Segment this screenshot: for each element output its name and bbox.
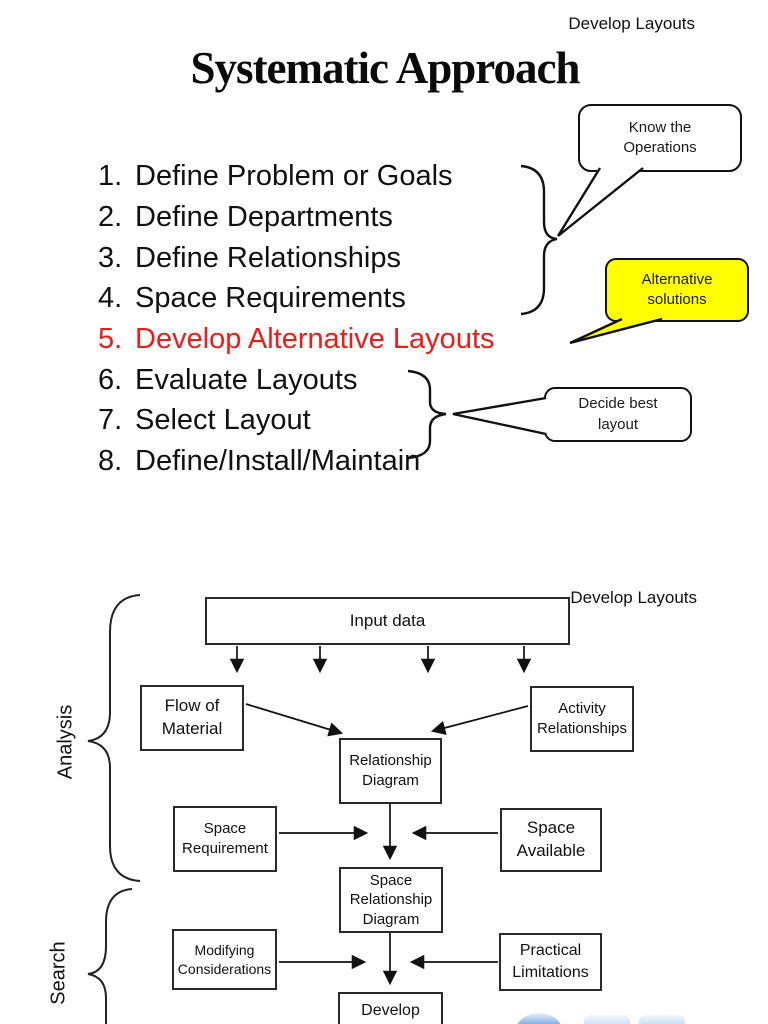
step-number: 3.	[98, 242, 123, 274]
box-space-relationship-diagram: Space Relationship Diagram	[339, 867, 443, 933]
step-label: Define Problem or Goals	[135, 160, 453, 192]
brace-search-phase	[87, 888, 133, 1024]
box-practical-limitations: Practical Limitations	[499, 933, 602, 991]
arrow-activity-to-reldiag	[430, 705, 529, 735]
step-number: 8.	[98, 445, 123, 477]
box-modifying-considerations: Modifying Considerations	[172, 929, 277, 990]
callout-decide-best-layout: Decide best layout	[544, 387, 692, 442]
step-label: Evaluate Layouts	[135, 364, 358, 396]
step-label: Space Requirements	[135, 282, 406, 314]
step-number: 5.	[98, 323, 123, 355]
step-item-6: 6. Evaluate Layouts	[98, 364, 357, 397]
box-develop-layout: Develop Layout	[338, 992, 443, 1024]
page-header-label: Develop Layouts	[568, 14, 695, 33]
slide-title: Systematic Approach	[190, 43, 581, 93]
step-number: 4.	[98, 282, 123, 314]
step-number: 1.	[98, 160, 123, 192]
step-label: Develop Alternative Layouts	[135, 323, 495, 355]
box-input-data: Input data	[205, 597, 570, 645]
callout-tail-know-operations	[556, 167, 644, 237]
partial-blue-box-graphic	[584, 1015, 630, 1024]
phase-label-analysis: Analysis	[54, 704, 77, 780]
step-item-1: 1. Define Problem or Goals	[98, 160, 453, 193]
step-item-7: 7. Select Layout	[98, 404, 311, 437]
box-flow-of-material: Flow of Material	[140, 685, 244, 751]
callout-tail-alternative-solutions	[569, 317, 663, 345]
step-number: 7.	[98, 404, 123, 436]
step-item-8: 8. Define/Install/Maintain	[98, 445, 420, 478]
callout-tail-decide-best-layout	[452, 396, 547, 436]
step-label: Define Relationships	[135, 242, 401, 274]
step-item-2: 2. Define Departments	[98, 201, 393, 234]
step-item-5-highlighted: 5. Develop Alternative Layouts	[98, 323, 495, 356]
diagram-header-label: Develop Layouts	[570, 588, 697, 607]
box-space-available: Space Available	[500, 808, 602, 872]
partial-blue-globe-graphic	[515, 1013, 563, 1024]
phase-label-search: Search	[47, 941, 70, 1005]
step-number: 2.	[98, 201, 123, 233]
brace-analysis-phase	[87, 594, 141, 882]
callout-alternative-solutions: Alternative solutions	[605, 258, 749, 322]
step-label: Select Layout	[135, 404, 311, 436]
brace-steps-1-4	[520, 164, 558, 316]
box-space-requirement: Space Requirement	[173, 806, 277, 872]
callout-know-operations: Know the Operations	[578, 104, 742, 172]
box-relationship-diagram: Relationship Diagram	[339, 738, 442, 804]
step-label: Define/Install/Maintain	[135, 445, 421, 477]
box-activity-relationships: Activity Relationships	[530, 686, 634, 752]
step-label: Define Departments	[135, 201, 393, 233]
step-number: 6.	[98, 364, 123, 396]
step-item-3: 3. Define Relationships	[98, 242, 401, 275]
step-item-4: 4. Space Requirements	[98, 282, 406, 315]
arrow-flow-to-reldiag	[245, 703, 344, 737]
partial-blue-box-graphic	[639, 1015, 685, 1024]
